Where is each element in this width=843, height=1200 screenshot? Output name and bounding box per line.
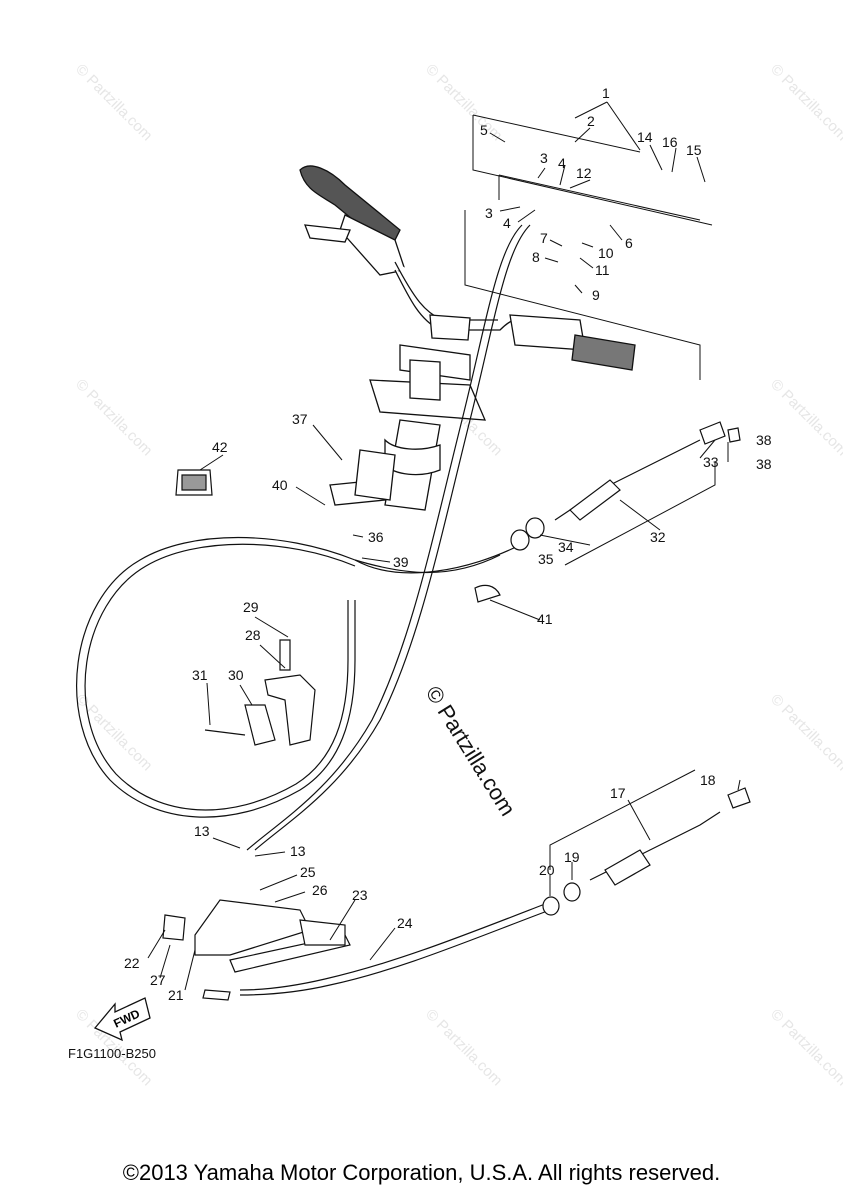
center-watermark: © Partzilla.com <box>421 681 521 820</box>
callout-37: 37 <box>292 411 308 427</box>
handlebar <box>299 165 636 371</box>
callout-28: 28 <box>245 627 261 643</box>
throttle-lever-assembly <box>162 899 351 1001</box>
callout-6: 6 <box>625 235 633 251</box>
watermark: © Partzilla.com <box>767 691 843 774</box>
bracket-parts <box>204 639 316 746</box>
callout-7: 7 <box>540 230 548 246</box>
callout-32: 32 <box>650 529 666 545</box>
callout-39: 39 <box>393 554 409 570</box>
watermark: © Partzilla.com <box>72 376 155 459</box>
callout-2: 2 <box>587 113 595 129</box>
callout-14: 14 <box>637 129 653 145</box>
callout-31: 31 <box>192 667 208 683</box>
callout-17: 17 <box>610 785 626 801</box>
callout-20: 20 <box>539 862 555 878</box>
callout-16: 16 <box>662 134 678 150</box>
callout-12: 12 <box>576 165 592 181</box>
copyright-footer: ©2013 Yamaha Motor Corporation, U.S.A. A… <box>122 1160 721 1185</box>
callout-33: 33 <box>703 454 719 470</box>
callout-36: 36 <box>368 529 384 545</box>
callout-42: 42 <box>212 439 228 455</box>
watermark: © Partzilla.com <box>422 1006 505 1089</box>
callout-4: 4 <box>503 215 511 231</box>
callout-41: 41 <box>537 611 553 627</box>
callout-40: 40 <box>272 477 288 493</box>
callout-8: 8 <box>532 249 540 265</box>
throttle-cable-lower <box>589 787 751 886</box>
callout-18: 18 <box>700 772 716 788</box>
callout-10: 10 <box>598 245 614 261</box>
callout-38: 38 <box>756 432 772 448</box>
watermark: © Partzilla.com <box>72 691 155 774</box>
callout-23: 23 <box>352 887 368 903</box>
callout-15: 15 <box>686 142 702 158</box>
callout-13: 13 <box>194 823 210 839</box>
callout-34: 34 <box>558 539 574 555</box>
callout-11: 11 <box>595 262 610 278</box>
leader-lines <box>147 101 741 991</box>
callout-22: 22 <box>124 955 140 971</box>
callout-19: 19 <box>564 849 580 865</box>
watermark-layer: © Partzilla.com © Partzilla.com © Partzi… <box>72 61 843 1089</box>
cables <box>76 224 551 996</box>
callout-5: 5 <box>480 122 488 138</box>
callout-3: 3 <box>485 205 493 221</box>
callout-3: 3 <box>540 150 548 166</box>
watermark: © Partzilla.com <box>767 376 843 459</box>
watermark: © Partzilla.com <box>767 1006 843 1089</box>
throttle-cable-upper <box>554 421 741 521</box>
callout-13: 13 <box>290 843 306 859</box>
watermark: © Partzilla.com <box>72 61 155 144</box>
callout-30: 30 <box>228 667 244 683</box>
figure-code: F1G1100-B250 <box>68 1046 156 1061</box>
callout-26: 26 <box>312 882 328 898</box>
exploded-box-lines <box>464 114 713 380</box>
callout-35: 35 <box>538 551 554 567</box>
callout-25: 25 <box>300 864 316 880</box>
callout-4: 4 <box>558 155 566 171</box>
callout-27: 27 <box>150 972 166 988</box>
callout-1: 1 <box>602 85 610 101</box>
clamp-parts <box>175 469 501 603</box>
callout-38: 38 <box>756 456 772 472</box>
callout-29: 29 <box>243 599 259 615</box>
watermark: © Partzilla.com <box>422 61 505 144</box>
steering-column <box>329 344 487 511</box>
callout-9: 9 <box>592 287 600 303</box>
callout-24: 24 <box>397 915 413 931</box>
watermark: © Partzilla.com <box>767 61 843 144</box>
callout-21: 21 <box>168 987 184 1003</box>
washers <box>510 517 581 916</box>
